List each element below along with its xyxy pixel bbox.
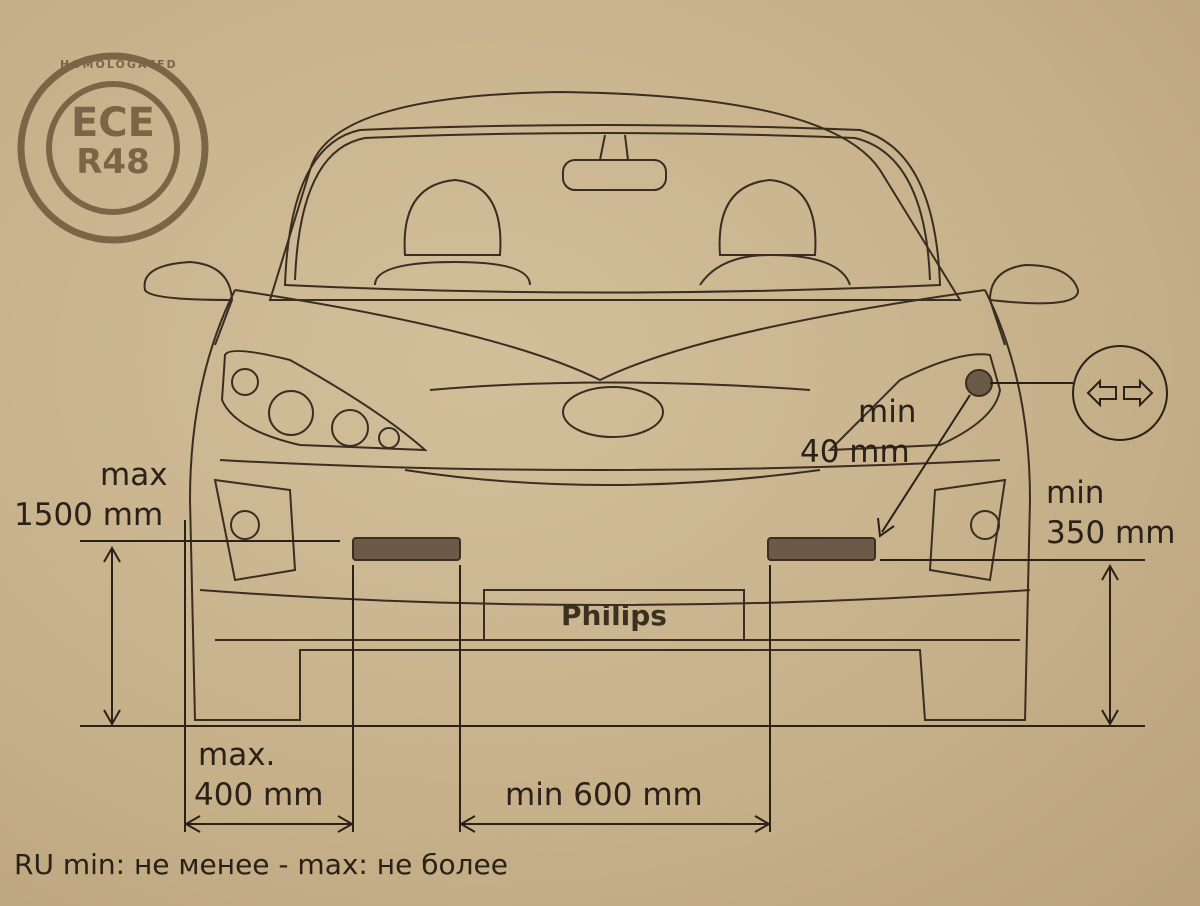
logo-arc-text: HOMOLOGATED	[60, 58, 178, 71]
min-height-label-2: 350 mm	[1046, 515, 1176, 551]
min-edge-label-2: 40 mm	[800, 434, 910, 470]
max-side-label-1: max.	[198, 737, 276, 773]
max-height-label-2: 1500 mm	[14, 497, 164, 533]
min-edge-label-1: min	[858, 394, 917, 430]
max-height-label-1: max	[100, 457, 168, 493]
logo-ece: ECE	[70, 100, 155, 146]
footnote: RU min: не менее - max: не более	[14, 848, 508, 881]
min-height-label-1: min	[1046, 475, 1105, 511]
min-between-label: min 600 mm	[505, 777, 703, 813]
left-lamp	[352, 537, 461, 561]
direction-arrows-icon	[1086, 378, 1154, 408]
ece-homologation-logo	[17, 52, 209, 244]
logo-r48: R48	[76, 142, 150, 182]
license-plate-text: Philips	[561, 598, 667, 632]
max-side-label-2: 400 mm	[194, 777, 324, 813]
right-lamp	[767, 537, 876, 561]
